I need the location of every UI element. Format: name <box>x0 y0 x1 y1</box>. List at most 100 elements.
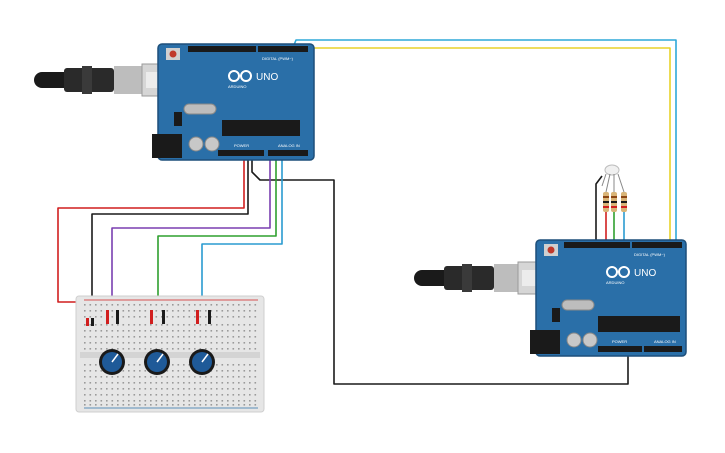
breadboard-hole <box>183 310 185 312</box>
breadboard-center-channel <box>80 352 260 358</box>
breadboard-hole <box>128 304 130 306</box>
usb-cable-left[interactable] <box>34 63 167 97</box>
breadboard-hole <box>95 370 97 372</box>
analog-header <box>268 150 308 156</box>
breadboard-hole <box>243 382 246 384</box>
breadboard-hole <box>205 324 207 326</box>
microcontroller-chip <box>222 120 300 136</box>
power-jack <box>530 330 560 354</box>
resistor-1[interactable] <box>603 192 609 212</box>
breadboard-hole <box>122 342 125 344</box>
breadboard-hole <box>177 348 180 350</box>
breadboard-hole <box>117 342 119 344</box>
potentiometer-3[interactable] <box>189 349 215 375</box>
rgb-led[interactable] <box>601 164 625 193</box>
breadboard-hole <box>150 342 152 344</box>
breadboard-hole <box>117 324 119 326</box>
breadboard-hole <box>232 400 235 402</box>
breadboard-hole <box>117 330 119 332</box>
analog-header <box>644 346 682 352</box>
breadboard-hole <box>84 364 86 366</box>
breadboard-hole <box>111 336 114 338</box>
breadboard-hole <box>188 404 191 406</box>
breadboard-hole <box>172 400 174 402</box>
wire-5v-red[interactable] <box>57 160 245 303</box>
breadboard-hole <box>133 394 136 396</box>
breadboard-hole <box>161 304 163 306</box>
breadboard-hole <box>128 342 130 344</box>
breadboard-hole <box>150 404 152 406</box>
breadboard-hole <box>221 336 224 338</box>
breadboard-hole <box>161 336 163 338</box>
breadboard-hole <box>210 394 213 396</box>
resistor-2[interactable] <box>611 192 617 212</box>
breadboard-hole <box>111 310 114 312</box>
breadboard-hole <box>89 394 92 396</box>
breadboard-hole <box>188 310 191 312</box>
breadboard-hole <box>210 316 213 318</box>
breadboard-hole <box>161 330 163 332</box>
wire-serial-cyan[interactable] <box>291 39 677 244</box>
wire-led-black[interactable] <box>595 175 603 244</box>
breadboard-hole <box>249 404 251 406</box>
breadboard-hole <box>95 310 97 312</box>
usb-cable-right[interactable] <box>414 261 541 295</box>
breadboard-hole <box>100 370 103 372</box>
breadboard-hole <box>216 304 218 306</box>
breadboard-hole <box>216 316 218 318</box>
potentiometer-2[interactable] <box>144 349 170 375</box>
wire-a1-green[interactable] <box>157 160 277 322</box>
breadboard-hole <box>210 388 213 390</box>
breadboard-hole <box>161 376 163 378</box>
breadboard-hole <box>117 382 119 384</box>
breadboard-hole <box>139 316 141 318</box>
breadboard-hole <box>205 394 207 396</box>
breadboard-hole <box>172 382 174 384</box>
breadboard-hole <box>155 330 158 332</box>
breadboard-hole <box>227 382 229 384</box>
board-brand-label: ARDUINO <box>228 84 246 89</box>
breadboard-hole <box>144 342 147 344</box>
breadboard-hole <box>249 324 251 326</box>
breadboard-hole <box>216 336 218 338</box>
breadboard-hole <box>139 394 141 396</box>
wire-a2-blue[interactable] <box>201 160 283 322</box>
breadboard-hole <box>139 376 141 378</box>
breadboard-hole <box>166 370 169 372</box>
breadboard-hole <box>221 324 224 326</box>
arduino-uno-right[interactable]: UNO ARDUINO DIGITAL (PWM~) POWER ANALOG … <box>530 239 687 357</box>
breadboard[interactable] <box>75 295 265 413</box>
breadboard-hole <box>254 348 257 350</box>
breadboard-hole <box>194 330 196 332</box>
breadboard-hole <box>232 310 235 312</box>
digital-header-a <box>564 242 630 248</box>
breadboard-hole <box>216 404 218 406</box>
wire-ground-link[interactable] <box>251 160 629 385</box>
breadboard-hole <box>238 388 240 390</box>
potentiometer-1[interactable] <box>99 349 125 375</box>
breadboard-hole <box>183 316 185 318</box>
breadboard-hole <box>177 336 180 338</box>
breadboard-hole <box>133 382 136 384</box>
arduino-uno-left[interactable]: UNO ARDUINO DIGITAL (PWM~) POWER ANALOG … <box>152 43 315 161</box>
breadboard-hole <box>133 316 136 318</box>
breadboard-hole <box>210 336 213 338</box>
breadboard-hole <box>89 342 92 344</box>
resistor-3[interactable] <box>621 192 627 212</box>
breadboard-hole <box>128 400 130 402</box>
breadboard-hole <box>144 370 147 372</box>
arduino-logo <box>606 266 630 278</box>
wire-gnd-black[interactable] <box>91 160 249 322</box>
breadboard-hole <box>155 342 158 344</box>
breadboard-hole <box>194 316 196 318</box>
breadboard-hole <box>227 324 229 326</box>
breadboard-hole <box>194 304 196 306</box>
breadboard-hole <box>216 388 218 390</box>
digital-label: DIGITAL (PWM~) <box>634 252 666 257</box>
wire-a0-purple[interactable] <box>111 160 271 322</box>
breadboard-hole <box>210 304 213 306</box>
breadboard-hole <box>166 330 169 332</box>
breadboard-hole <box>139 364 141 366</box>
breadboard-hole <box>194 348 196 350</box>
breadboard-hole <box>111 382 114 384</box>
